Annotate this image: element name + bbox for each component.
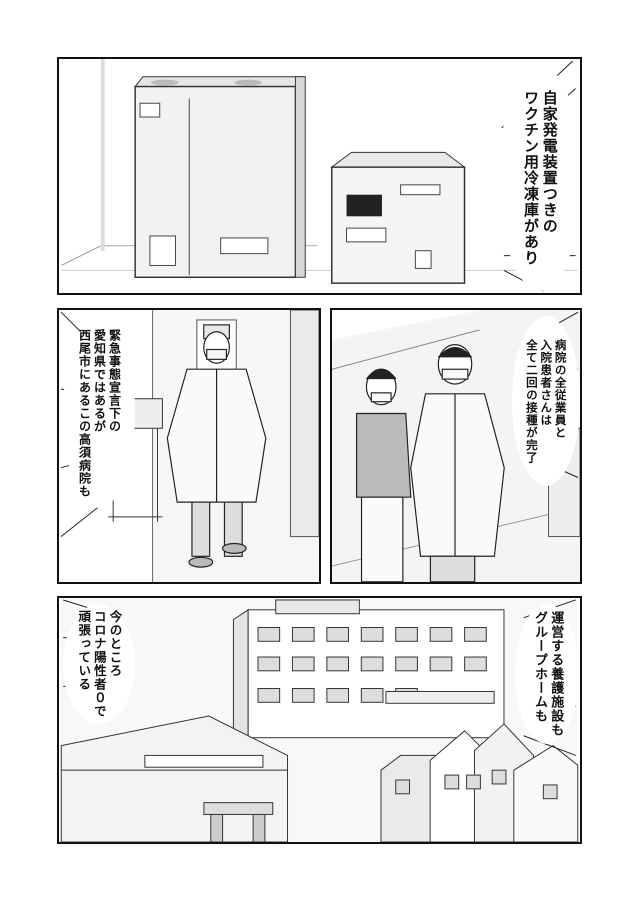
- caption-line: 西尾市にあるこの高須病院も: [77, 328, 92, 498]
- caption-line: 運営する養護施設も: [548, 611, 564, 737]
- nursing-facility-building: [60, 715, 289, 842]
- caption-bubble-4-left: 今のところ コロナ陽性者０で 頑張っている: [63, 604, 135, 724]
- caption-line: 愛知県ではあるが: [92, 328, 107, 433]
- group-home-buildings: [380, 723, 579, 842]
- caption-line: 自家発電装置つきの: [540, 90, 559, 234]
- caption-bubble-3: 病院の全従業員と 入院患者さんは 全て二回の接種が完了: [512, 316, 580, 486]
- caption-bubble-2: 緊急事態宣言下の 愛知県ではあるが 西尾市にあるこの高須病院も: [63, 318, 135, 508]
- caption-line: 頑張っている: [76, 610, 92, 691]
- caption-line: 緊急事態宣言下の: [107, 328, 122, 433]
- doctor-figure: [410, 344, 505, 582]
- caption-line: ワクチン用冷凍庫があり: [522, 90, 540, 266]
- caption-line: 病院の全従業員と: [553, 338, 568, 439]
- caption-line: グループホームも: [532, 611, 547, 723]
- caption-bubble-4-right: 運営する養護施設も グループホームも: [515, 604, 579, 744]
- large-freezer: [134, 76, 306, 279]
- caption-line: コロナ陽性者０で: [91, 610, 107, 718]
- caption-bubble-1: 自家発電装置つきの ワクチン用冷凍庫があり: [499, 65, 580, 291]
- panel-buildings: 運営する養護施設も グループホームも 今のところ コロナ陽性者０で 頑張っている: [57, 596, 582, 844]
- panel-staff: 病院の全従業員と 入院患者さんは 全て二回の接種が完了: [330, 308, 582, 584]
- generator-unit: [330, 151, 466, 284]
- caption-line: 今のところ: [107, 610, 123, 678]
- caption-line: 全て二回の接種が完了: [524, 338, 539, 464]
- panel-freezers: 自家発電装置つきの ワクチン用冷凍庫があり: [57, 57, 582, 295]
- doctor-figure: [166, 324, 267, 568]
- panel-doctor-hallway: 緊急事態宣言下の 愛知県ではあるが 西尾市にあるこの高須病院も: [57, 308, 321, 584]
- hospital-building: [232, 599, 505, 747]
- freezer-illustration: [61, 59, 578, 292]
- doctor-hallway-illustration: [60, 310, 319, 582]
- nurse-figure: [356, 368, 412, 582]
- caption-line: 入院患者さんは: [539, 338, 554, 427]
- hospital-buildings-illustration: [60, 598, 579, 842]
